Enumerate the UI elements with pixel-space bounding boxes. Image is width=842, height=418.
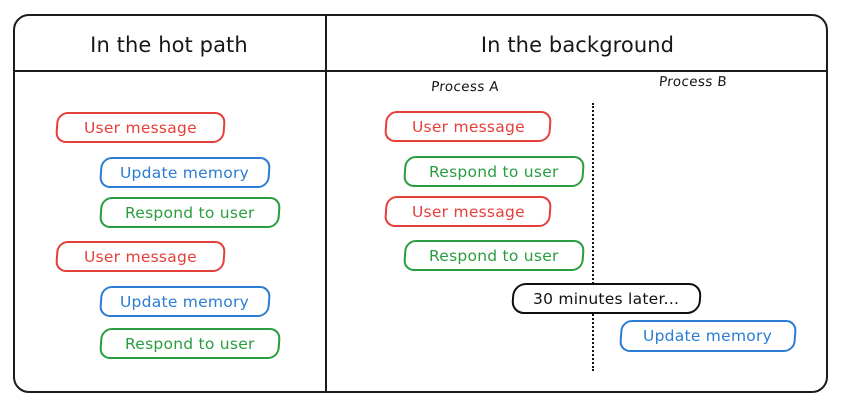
column-header-background: In the background: [480, 33, 675, 57]
pill-label: User message: [411, 202, 525, 221]
pill-label: Update memory: [120, 163, 250, 182]
hot-path-step-2-update-memory: Update memory: [98, 157, 272, 188]
column-header-hot-path: In the hot path: [90, 33, 248, 57]
hot-path-step-6-respond-to-user: Respond to user: [98, 328, 282, 359]
hot-path-step-5-update-memory: Update memory: [98, 286, 272, 317]
process-a-step-3-user-message: User message: [383, 196, 553, 227]
pill-label: Respond to user: [429, 246, 559, 265]
lane-label-process-a: Process A: [430, 79, 500, 95]
pill-label: Update memory: [643, 327, 773, 345]
process-a-step-2-respond-to-user: Respond to user: [402, 156, 586, 187]
process-lane-dotted-divider: [592, 103, 594, 371]
process-a-step-1-user-message: User message: [383, 111, 553, 142]
pill-label: User message: [84, 247, 197, 266]
time-marker-label: 30 minutes later...: [533, 289, 680, 308]
pill-label: Respond to user: [125, 334, 255, 353]
process-a-step-4-respond-to-user: Respond to user: [402, 240, 586, 271]
pill-label: Respond to user: [125, 203, 255, 222]
hot-path-step-4-user-message: User message: [54, 241, 227, 272]
hot-path-step-1-user-message: User message: [54, 112, 227, 143]
pill-label: User message: [411, 117, 525, 136]
lane-label-process-b: Process B: [658, 74, 728, 90]
column-divider-rule: [325, 16, 327, 391]
pill-label: User message: [84, 118, 197, 137]
time-marker-30-minutes-later: 30 minutes later...: [510, 283, 703, 314]
process-b-step-1-update-memory: Update memory: [618, 320, 798, 352]
hot-path-step-3-respond-to-user: Respond to user: [98, 197, 282, 228]
pill-label: Update memory: [120, 292, 250, 311]
pill-label: Respond to user: [429, 162, 559, 181]
header-divider-rule: [13, 70, 828, 72]
